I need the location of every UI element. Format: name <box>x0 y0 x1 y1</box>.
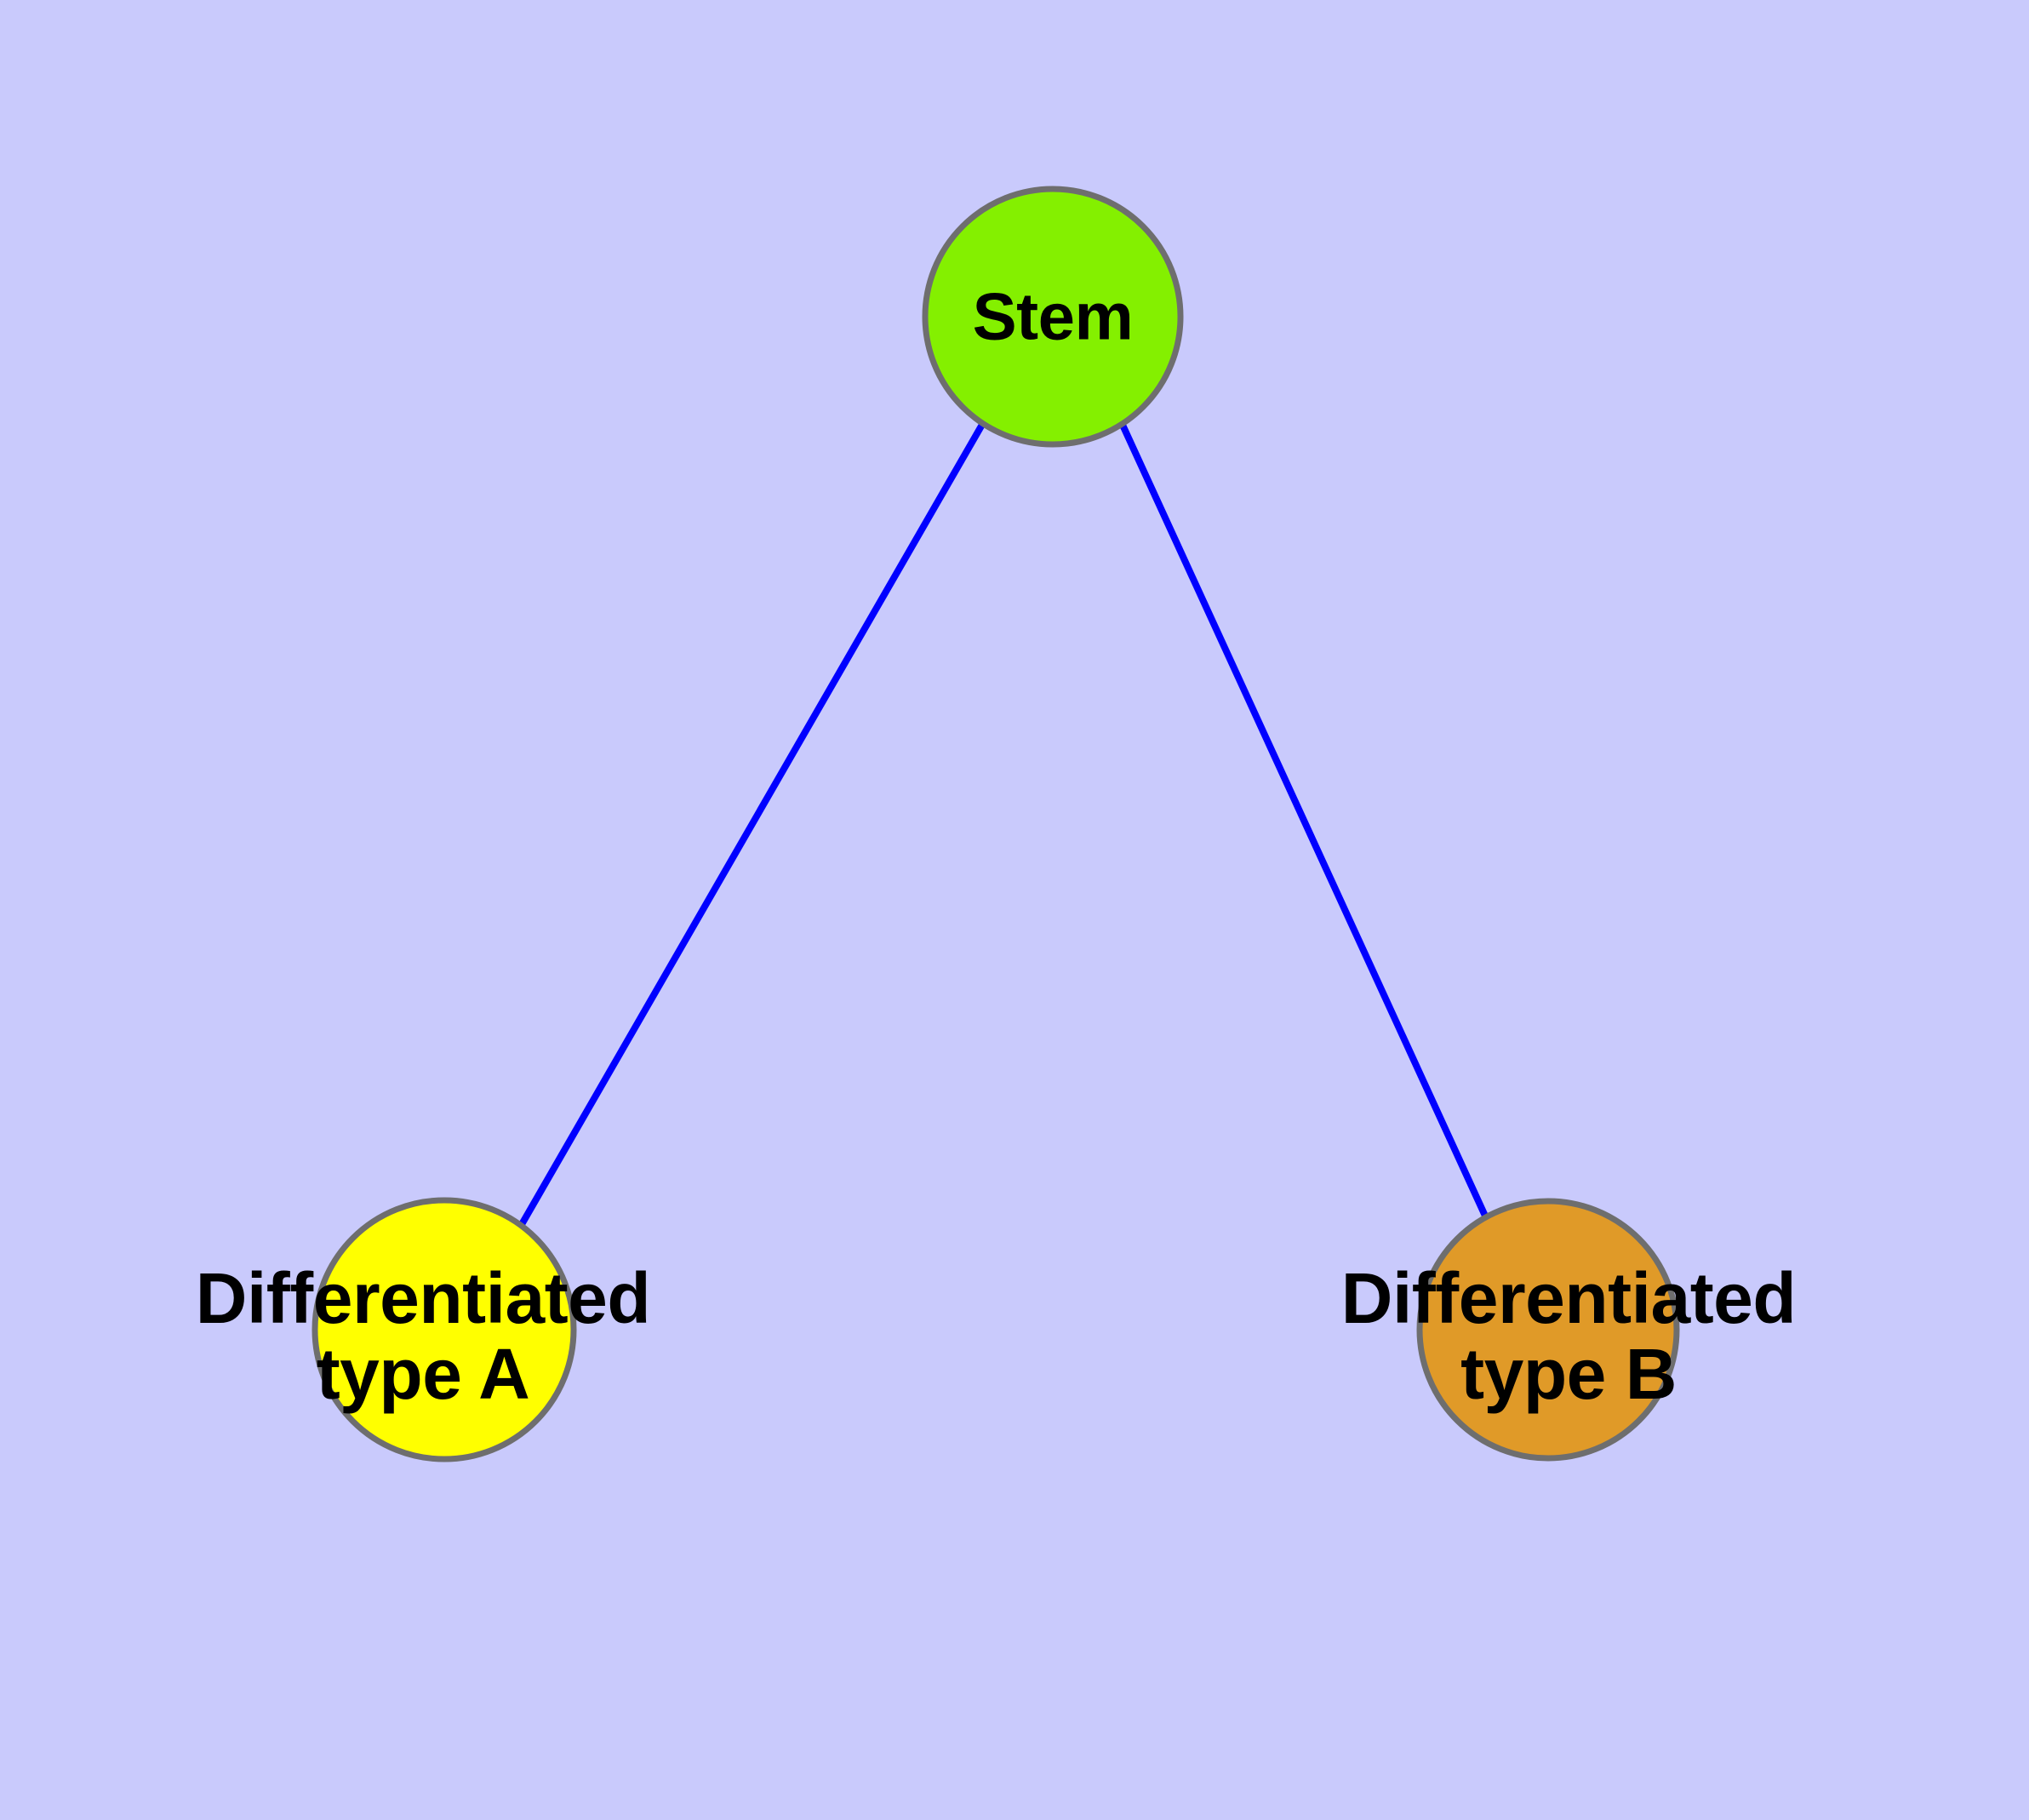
nodes-group <box>311 186 1680 1462</box>
edge-stem-to-diff-b[interactable] <box>1118 421 1492 1225</box>
edge-stem-to-diff-a[interactable] <box>517 421 986 1228</box>
node-differentiated-type-a[interactable] <box>311 1197 577 1462</box>
node-differentiated-type-b[interactable] <box>1416 1198 1680 1462</box>
edges-group <box>517 421 1492 1228</box>
node-stem[interactable] <box>922 186 1184 448</box>
